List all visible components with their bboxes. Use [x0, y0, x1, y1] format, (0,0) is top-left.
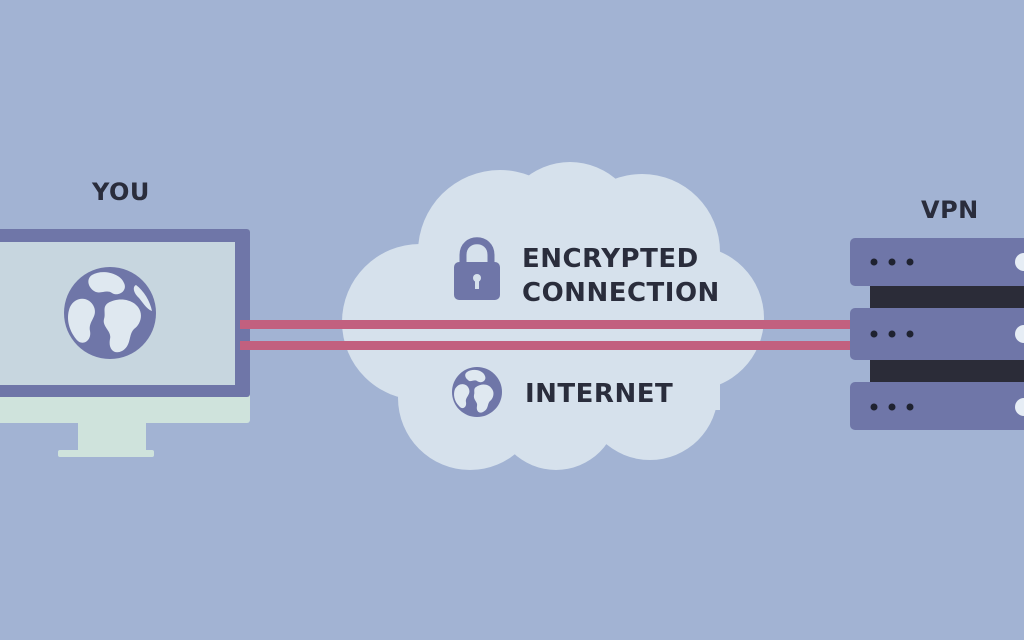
vpn-label: VPN	[921, 196, 979, 224]
encrypted-label-line2: CONNECTION	[522, 278, 720, 308]
encrypted-label-line1: ENCRYPTED	[522, 244, 699, 274]
encrypted-connection-label: ENCRYPTED CONNECTION	[522, 242, 720, 310]
server-gap	[870, 360, 1024, 382]
lock-icon	[454, 237, 500, 300]
server-gap	[870, 286, 1024, 308]
cloud	[342, 162, 764, 470]
server-unit	[850, 382, 1024, 430]
server-unit	[850, 238, 1024, 286]
monitor	[0, 229, 250, 457]
connection-line-top	[240, 320, 868, 329]
globe-icon	[452, 367, 502, 417]
monitor-base	[58, 450, 154, 457]
internet-label: INTERNET	[525, 379, 674, 409]
server-stack	[850, 238, 1024, 430]
connection-lines	[240, 320, 868, 350]
server-unit	[850, 308, 1024, 360]
connection-line-bottom	[240, 341, 868, 350]
you-label: YOU	[92, 178, 150, 206]
globe-icon	[64, 267, 156, 359]
